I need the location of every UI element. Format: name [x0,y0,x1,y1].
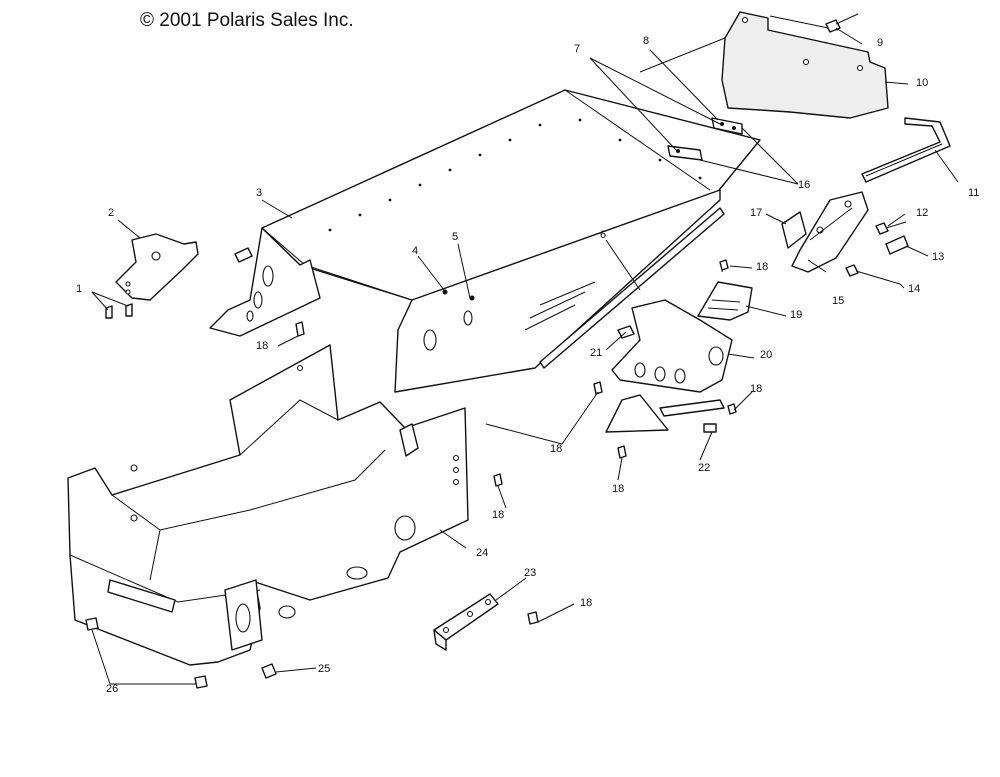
callout-4: 4 [412,245,419,257]
callout-5: 5 [452,231,459,243]
rear-cover-plate [639,11,889,119]
callout-8: 8 [643,35,650,47]
bracket-19 [697,259,753,321]
callout-18-lower: 18 [612,483,625,495]
bracket-assembly-20 [605,299,733,433]
callout-25: 25 [318,663,331,675]
callout-11: 11 [968,187,980,199]
callout-1: 1 [76,283,83,295]
callout-18-bulkhead-top: 18 [256,340,269,352]
callout-18-bulkhead-side: 18 [492,509,505,521]
callout-13: 13 [932,251,945,263]
callout-23: 23 [524,567,537,579]
callout-26: 26 [106,683,119,695]
callout-leaders [91,27,959,685]
callout-19: 19 [790,309,803,321]
callout-20: 20 [760,349,773,361]
rear-extension [781,191,869,273]
callout-7: 7 [574,43,581,55]
callout-2: 2 [108,207,115,219]
bulkhead [67,344,469,666]
bolt-12 [875,221,907,235]
callout-6: 6 [600,229,607,241]
rear-bumper-bar [861,117,951,183]
bolt-9 [825,13,859,33]
fasteners-18 [295,321,737,625]
callout-21: 21 [590,347,603,359]
callout-18-right: 18 [750,383,763,395]
callout-3: 3 [256,187,263,199]
callout-15: 15 [832,295,845,307]
callout-24: 24 [476,547,489,559]
callout-22: 22 [698,462,711,474]
fastener-25 [261,663,277,679]
callout-9: 9 [877,37,884,49]
callout-16: 16 [798,179,811,191]
washer-13 [885,235,909,255]
tunnel [209,89,761,393]
suspension-brackets [667,117,743,161]
callout-18-center: 18 [550,443,563,455]
bolts-1 [105,303,133,319]
mounting-plate-23 [433,593,499,651]
fasteners-26 [85,617,208,689]
bracket-2 [115,233,199,301]
copyright-notice: © 2001 Polaris Sales Inc. [140,10,354,31]
callout-18-bracket: 18 [756,261,769,273]
callout-12: 12 [916,207,929,219]
callout-17: 17 [750,207,763,219]
callout-10: 10 [916,77,929,89]
callout-14: 14 [908,283,921,295]
callout-18-plate: 18 [580,597,593,609]
bolt-14 [845,264,901,285]
